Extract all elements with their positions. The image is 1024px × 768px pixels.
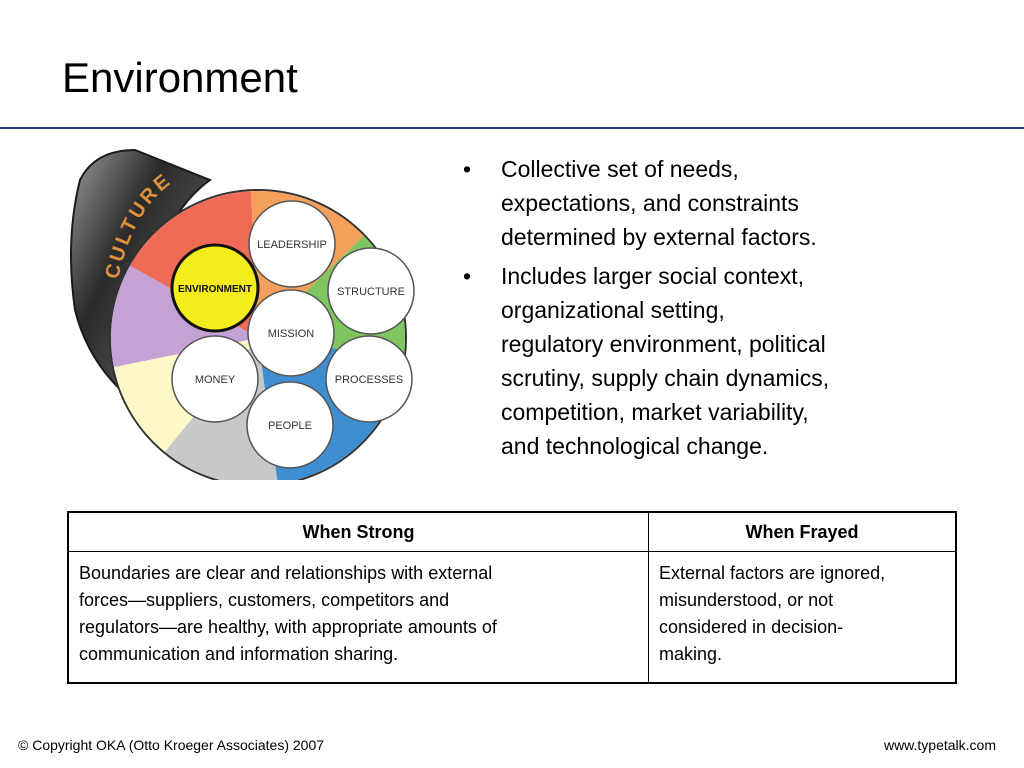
slide-title: Environment xyxy=(62,54,298,101)
bullet-list: Collective set of needs, expectations, a… xyxy=(463,152,933,468)
cell-when-strong: Boundaries are clear and relationships w… xyxy=(67,551,649,684)
circle-money: MONEY xyxy=(171,335,259,423)
circle-structure: STRUCTURE xyxy=(327,247,415,335)
circle-environment: ENVIRONMENT xyxy=(170,243,260,333)
bullet-line: scrutiny, supply chain dynamics, xyxy=(501,365,830,391)
label-leadership: LEADERSHIP xyxy=(257,239,327,251)
title-divider xyxy=(0,127,1024,129)
circle-leadership: LEADERSHIP xyxy=(248,200,336,288)
bullet-line: competition, market variability, xyxy=(501,399,809,425)
circle-mission: MISSION xyxy=(247,289,335,377)
cell-line: communication and information sharing. xyxy=(79,644,399,664)
label-people: PEOPLE xyxy=(268,420,312,432)
bullet-line: and technological change. xyxy=(501,433,769,459)
label-processes: PROCESSES xyxy=(335,374,403,386)
table-header-row: When Strong When Frayed xyxy=(67,511,957,552)
cell-line: regulators—are healthy, with appropriate… xyxy=(79,617,497,637)
bullet-line: expectations, and constraints xyxy=(501,190,799,216)
footer-copyright: © Copyright OKA (Otto Kroeger Associates… xyxy=(18,737,325,753)
cell-line: misunderstood, or not xyxy=(659,590,834,610)
bullet-line: Collective set of needs, xyxy=(501,156,739,182)
cell-line: External factors are ignored, xyxy=(659,563,886,583)
header-when-strong: When Strong xyxy=(67,511,649,552)
bullet-line: determined by external factors. xyxy=(501,224,817,250)
culture-cylinder-diagram: CULTURE LEADERSHIP STRUCTURE MISSION PRO… xyxy=(70,148,415,480)
cell-when-frayed: External factors are ignored, misunderst… xyxy=(648,551,957,684)
header-when-frayed: When Frayed xyxy=(648,511,957,552)
label-mission: MISSION xyxy=(268,328,315,340)
circle-processes: PROCESSES xyxy=(325,335,413,423)
label-money: MONEY xyxy=(195,374,236,386)
cell-line: Boundaries are clear and relationships w… xyxy=(79,563,493,583)
cell-line: forces—suppliers, customers, competitors… xyxy=(79,590,450,610)
bullet-line: organizational setting, xyxy=(501,297,725,323)
bullet-item: Collective set of needs, expectations, a… xyxy=(463,152,933,254)
label-environment: ENVIRONMENT xyxy=(178,284,252,295)
cell-line: considered in decision- xyxy=(659,617,844,637)
label-structure: STRUCTURE xyxy=(337,286,405,298)
comparison-table: When Strong When Frayed Boundaries are c… xyxy=(67,511,957,684)
footer-website: www.typetalk.com xyxy=(883,737,996,753)
circle-people: PEOPLE xyxy=(246,381,334,469)
table-row: Boundaries are clear and relationships w… xyxy=(67,551,957,684)
bullet-item: Includes larger social context, organiza… xyxy=(463,259,933,463)
bullet-line: Includes larger social context, xyxy=(501,263,804,289)
bullet-line: regulatory environment, political xyxy=(501,331,826,357)
cell-line: making. xyxy=(659,644,723,664)
